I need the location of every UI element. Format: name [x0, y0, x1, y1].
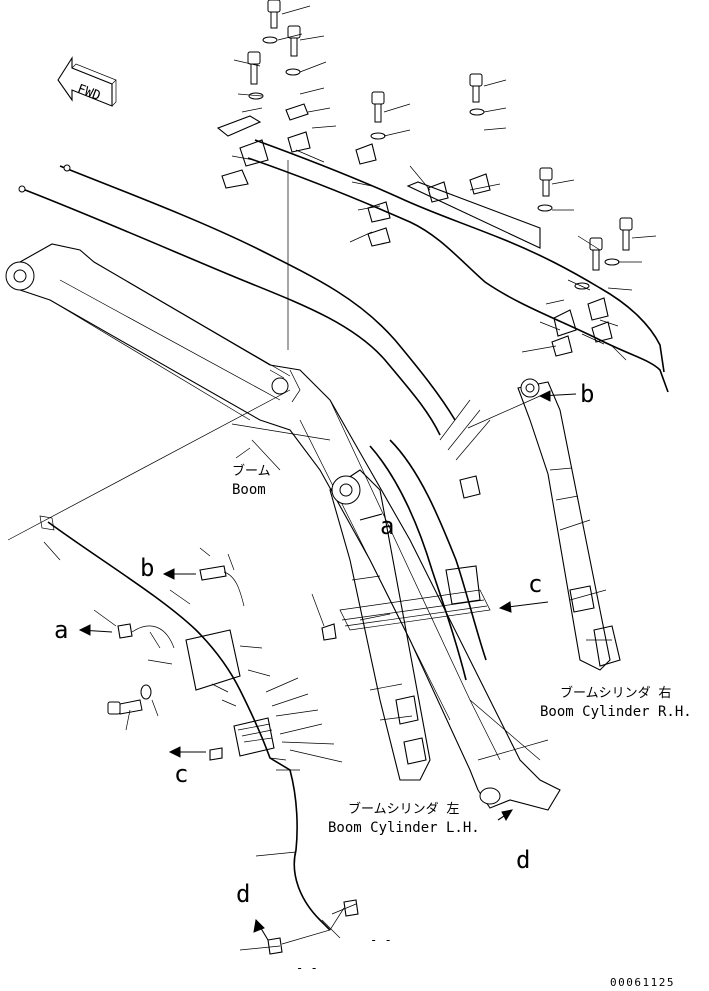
boom-side-hoses: [369, 399, 491, 681]
cylinder-rh-label-en: Boom Cylinder R.H.: [540, 704, 692, 720]
clamp-plates: [216, 103, 613, 357]
cylinder-lh-label-jp: ブームシリンダ 左: [348, 801, 459, 817]
reference-arrows: [78, 390, 577, 941]
section-plane-c: [339, 589, 491, 631]
dash-mark-1: - -: [370, 933, 392, 947]
drawing-number: 00061125: [610, 976, 675, 989]
cylinder-lh-label-en: Boom Cylinder L.H.: [328, 820, 480, 836]
boom-label-leader: [235, 447, 251, 459]
detail-leaders: [43, 541, 357, 951]
ref-d-lower: d: [236, 880, 250, 908]
ref-b-upper: b: [580, 380, 594, 408]
ref-d-upper: d: [516, 846, 530, 874]
ref-a-lower: a: [54, 616, 68, 644]
fwd-arrow-icon: [57, 56, 117, 107]
lower-detail-assembly: [39, 515, 359, 955]
ref-b-lower: b: [140, 554, 154, 582]
small-connector: [311, 593, 337, 641]
leader-to-detail: [7, 389, 291, 541]
leader-right: [467, 395, 541, 429]
fwd-label: FWD: [75, 82, 102, 104]
boom-cylinder-lh: [329, 469, 431, 781]
boom-body: [5, 243, 561, 811]
ref-a-upper: a: [380, 512, 394, 540]
cylinder-rh-label-jp: ブームシリンダ 右: [560, 685, 671, 701]
bolt-washer-parts: [247, 0, 633, 290]
boom-label-en: Boom: [232, 482, 266, 498]
dash-mark-2: - -: [296, 961, 318, 975]
boom-label-jp: ブーム: [232, 463, 271, 479]
upper-hydraulic-pipes: [18, 139, 669, 436]
boom-cylinder-rh: [517, 378, 621, 671]
ref-c-upper: c: [528, 570, 542, 598]
ref-c-lower: c: [174, 760, 188, 788]
